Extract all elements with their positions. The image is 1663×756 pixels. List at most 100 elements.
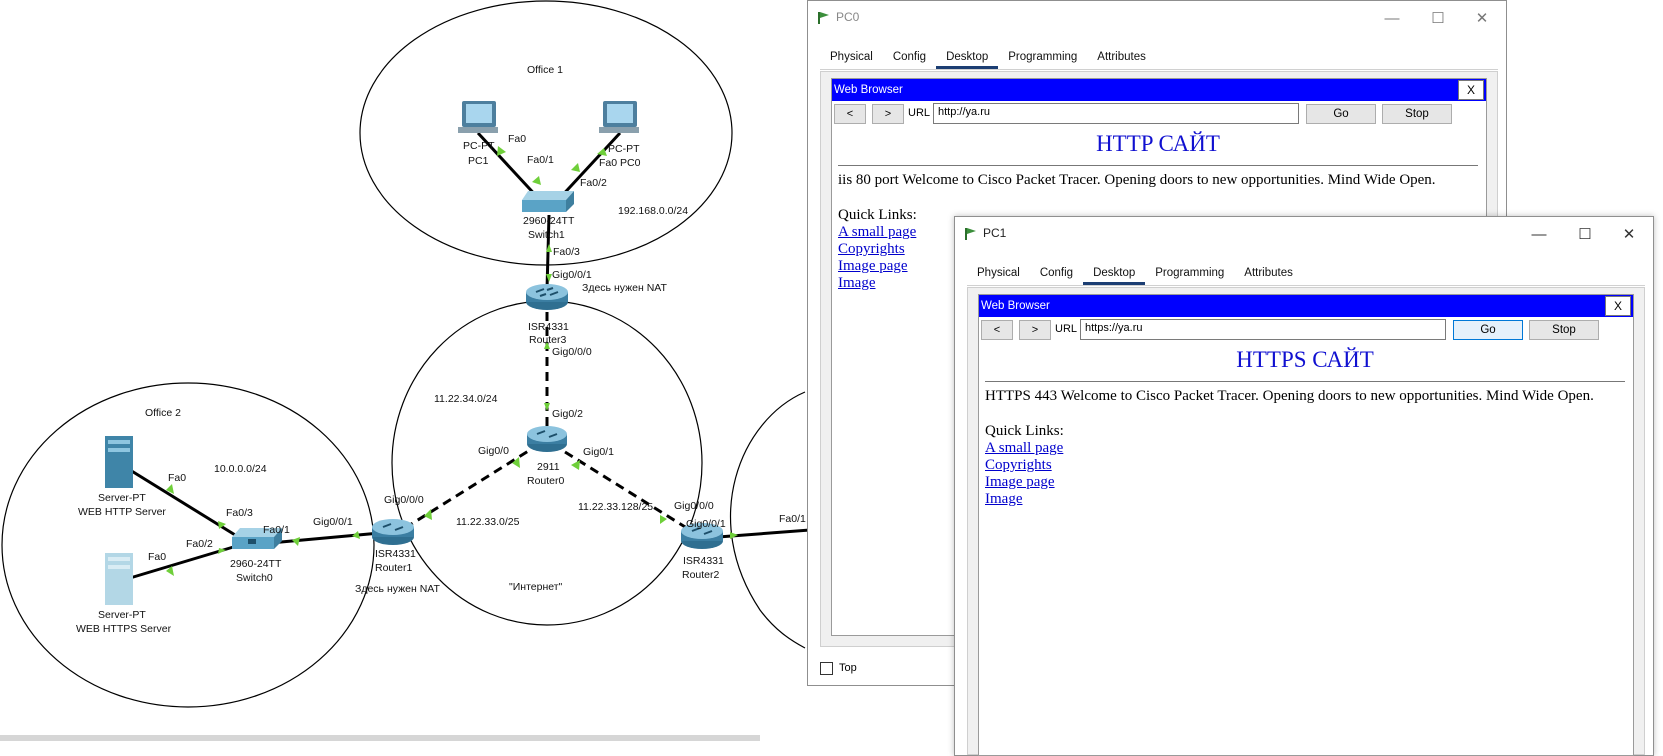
link-image[interactable]: Image: [838, 275, 876, 291]
tab-physical[interactable]: Physical: [977, 267, 1020, 279]
tab-config[interactable]: Config: [1039, 267, 1074, 279]
pc1-name-label: PC1: [468, 155, 489, 167]
router1-icon[interactable]: [372, 519, 414, 545]
back-button[interactable]: <: [834, 104, 866, 124]
link-small-page[interactable]: A small page: [838, 224, 917, 240]
internet-label: "Интернет": [509, 581, 563, 593]
link-copyrights[interactable]: Copyrights: [985, 457, 1052, 473]
tab-attributes[interactable]: Attributes: [1097, 51, 1146, 63]
port-label: Fa0/3: [226, 507, 253, 519]
page-divider: [838, 165, 1478, 166]
tab-physical[interactable]: Physical: [830, 51, 873, 63]
link-small-page[interactable]: A small page: [985, 440, 1064, 456]
router0-name-label: Router0: [527, 475, 565, 487]
browser-close-button[interactable]: X: [1458, 80, 1484, 100]
nat-note-router1: Здесь нужен NAT: [355, 583, 440, 595]
horizontal-scrollbar[interactable]: [0, 735, 760, 741]
browser-title: Web Browser: [834, 84, 903, 96]
forward-button[interactable]: >: [872, 104, 904, 124]
page-body: HTTPS 443 Welcome to Cisco Packet Tracer…: [985, 388, 1594, 404]
router0-model-label: 2911: [537, 461, 560, 473]
port-label: Fa0/1: [263, 524, 290, 536]
port-label: Fa0/1: [527, 154, 554, 166]
pc1-web-browser: Web Browser X < > URL https://ya.ru Go S…: [978, 294, 1634, 756]
close-icon[interactable]: ✕: [1622, 226, 1636, 243]
browser-nav-row: < > URL https://ya.ru Go Stop: [979, 319, 1633, 341]
port-label: Fa0/3: [553, 246, 580, 258]
link-image-page[interactable]: Image page: [985, 474, 1055, 490]
link-pc0-switch1: [556, 131, 622, 202]
net-r0-r2-label: 11.22.33.128/25: [578, 501, 653, 513]
minimize-icon[interactable]: —: [1384, 9, 1400, 27]
router0-icon[interactable]: [527, 426, 567, 452]
maximize-icon[interactable]: ☐: [1431, 10, 1445, 27]
router2-name-label: Router2: [682, 569, 720, 581]
link-router1-router0: [404, 448, 531, 530]
maximize-icon[interactable]: ☐: [1578, 226, 1592, 243]
server-http-icon[interactable]: [105, 436, 133, 488]
router3-name-label: Router3: [529, 334, 567, 346]
page-heading: HTTPS САЙТ: [1236, 347, 1374, 372]
net-r3-r0-label: 11.22.34.0/24: [434, 393, 498, 405]
browser-page: HTTP САЙТ iis 80 port Welcome to Cisco P…: [838, 127, 1478, 635]
tabs-divider: [967, 285, 1645, 286]
office1-area: [359, 0, 733, 266]
link-image[interactable]: Image: [985, 491, 1023, 507]
stop-button[interactable]: Stop: [1529, 320, 1599, 340]
tab-programming[interactable]: Programming: [1155, 267, 1225, 279]
close-icon[interactable]: ✕: [1475, 10, 1489, 27]
port-label: Gig0/0/1: [686, 518, 726, 530]
router3-icon[interactable]: [526, 284, 568, 310]
port-label: Fa0/2: [580, 177, 607, 189]
go-button[interactable]: Go: [1306, 104, 1376, 124]
stop-button[interactable]: Stop: [1382, 104, 1452, 124]
forward-button[interactable]: >: [1019, 320, 1051, 340]
server-https-name-label: WEB HTTPS Server: [76, 623, 172, 635]
pc1-tabs: Physical Config Desktop Programming Attr…: [967, 261, 1303, 285]
pc0-name-label: PC0: [620, 157, 641, 169]
tab-desktop[interactable]: Desktop: [1083, 261, 1146, 285]
tab-attributes[interactable]: Attributes: [1244, 267, 1293, 279]
router2-icon[interactable]: [681, 523, 723, 549]
tab-desktop[interactable]: Desktop: [936, 45, 999, 69]
page-heading: HTTP САЙТ: [1096, 131, 1220, 156]
pc1-icon[interactable]: [458, 101, 498, 133]
pc0-statusbar: Top: [820, 659, 857, 677]
minimize-icon[interactable]: —: [1531, 225, 1547, 243]
window-title: PC0: [836, 10, 860, 24]
tabs-divider: [820, 69, 1498, 70]
switch0-icon[interactable]: [232, 528, 282, 549]
pc1-titlebar[interactable]: PC1 — ☐ ✕: [955, 217, 1653, 251]
packet-tracer-icon: [965, 228, 976, 240]
pc0-icon[interactable]: [599, 101, 639, 133]
switch1-icon[interactable]: [522, 191, 574, 212]
pc1-window[interactable]: PC1 — ☐ ✕ Physical Config Desktop Progra…: [954, 216, 1654, 756]
back-button[interactable]: <: [981, 320, 1013, 340]
go-button[interactable]: Go: [1453, 320, 1523, 340]
switch0-name-label: Switch0: [236, 572, 273, 584]
topology-canvas[interactable]: Office 1 Office 2 "Интернет" 192.168.0.0…: [0, 0, 810, 741]
browser-nav-row: < > URL http://ya.ru Go Stop: [832, 103, 1486, 125]
url-input[interactable]: http://ya.ru: [933, 103, 1299, 124]
top-checkbox[interactable]: [820, 661, 833, 675]
link-copyrights[interactable]: Copyrights: [838, 241, 905, 257]
link-router0-router2: [564, 450, 691, 532]
router1-name-label: Router1: [375, 562, 413, 574]
office2-area: [1, 382, 375, 708]
port-label: Gig0/0/0: [552, 346, 592, 358]
tab-config[interactable]: Config: [892, 51, 927, 63]
router1-model-label: ISR4331: [375, 548, 416, 560]
pc0-titlebar[interactable]: PC0 — ☐ ✕: [808, 1, 1506, 35]
server-https-icon[interactable]: [105, 553, 133, 605]
quick-links-label: Quick Links:: [838, 207, 917, 223]
tab-programming[interactable]: Programming: [1008, 51, 1078, 63]
link-lights: [166, 146, 738, 576]
url-input[interactable]: https://ya.ru: [1080, 319, 1446, 340]
browser-close-button[interactable]: X: [1605, 296, 1631, 316]
browser-page: HTTPS САЙТ HTTPS 443 Welcome to Cisco Pa…: [985, 343, 1625, 755]
switch1-model-label: 2960-24TT: [523, 215, 575, 227]
port-label: Gig0/0/1: [552, 269, 592, 281]
link-image-page[interactable]: Image page: [838, 258, 908, 274]
port-label: Fa0/1: [779, 513, 806, 525]
switch1-name-label: Switch1: [528, 229, 565, 241]
